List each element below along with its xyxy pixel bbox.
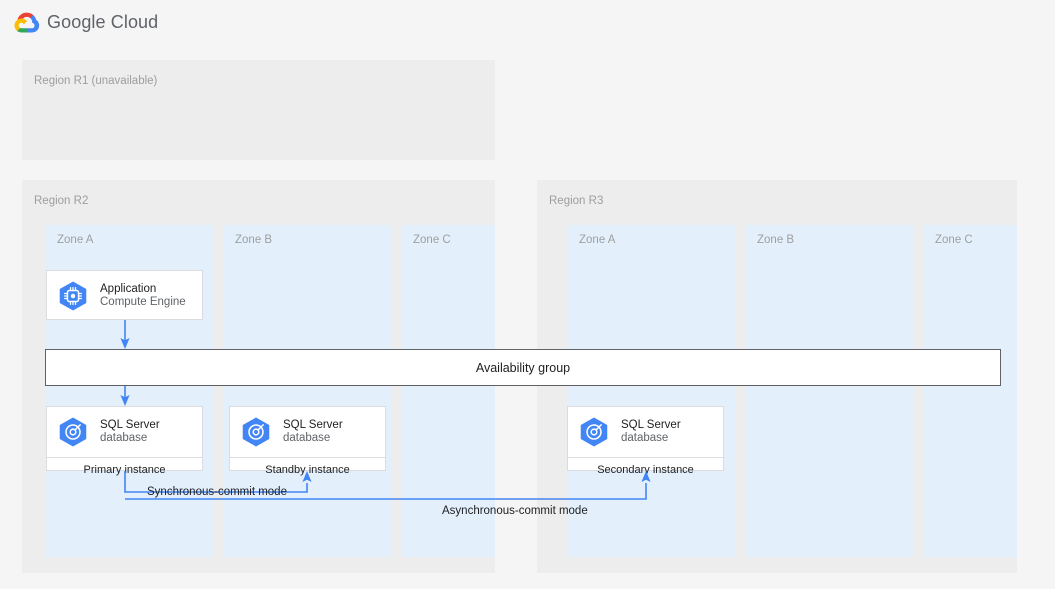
node-secondary-subtitle: database <box>621 432 669 444</box>
edge-label-asynchronous-commit: Asynchronous-commit mode <box>442 505 588 517</box>
region-r2-label: Region R2 <box>34 195 89 207</box>
node-primary-footer: Primary instance <box>47 457 202 481</box>
zone-r3-a: Zone A <box>567 225 735 557</box>
zone-r2-c-label: Zone C <box>413 234 451 246</box>
node-standby-subtitle: database <box>283 432 331 444</box>
node-primary-instance[interactable]: SQL Server database Primary instance <box>46 406 203 476</box>
availability-group-bar: Availability group <box>45 349 1001 386</box>
zone-r3-a-label: Zone A <box>579 234 616 246</box>
node-secondary-instance[interactable]: SQL Server database Secondary instance <box>567 406 724 476</box>
availability-group-label: Availability group <box>475 360 571 375</box>
zone-r3-b-label: Zone B <box>757 234 795 246</box>
zone-r2-b-label: Zone B <box>235 234 273 246</box>
region-r1-label: Region R1 (unavailable) <box>34 75 158 87</box>
node-application[interactable]: Application Compute Engine <box>46 270 203 320</box>
node-secondary-title: SQL Server <box>621 418 681 431</box>
brand-title: Google Cloud <box>47 12 159 32</box>
zone-r2-c: Zone C <box>401 225 495 557</box>
node-application-title: Application <box>100 282 157 295</box>
edge-label-synchronous-commit: Synchronous-commit mode <box>147 486 287 498</box>
region-r3-label: Region R3 <box>549 195 604 207</box>
region-r1: Region R1 (unavailable) <box>22 60 495 160</box>
zone-r3-b: Zone B <box>745 225 913 557</box>
zone-r3-c-label: Zone C <box>935 234 973 246</box>
node-secondary-footer: Secondary instance <box>568 457 723 481</box>
sql-server-database-icon <box>56 415 90 449</box>
zone-r2-b: Zone B <box>223 225 391 557</box>
node-standby-instance[interactable]: SQL Server database Standby instance <box>229 406 386 476</box>
sql-server-database-icon <box>239 415 273 449</box>
zone-r3-c: Zone C <box>923 225 1017 557</box>
page-header: Google Cloud <box>0 0 1055 46</box>
node-primary-title: SQL Server <box>100 418 160 431</box>
node-application-subtitle: Compute Engine <box>100 296 186 308</box>
compute-engine-icon <box>56 279 90 313</box>
node-primary-subtitle: database <box>100 432 148 444</box>
google-cloud-logo-icon <box>14 11 40 33</box>
sql-server-database-icon <box>577 415 611 449</box>
node-standby-title: SQL Server <box>283 418 343 431</box>
node-standby-footer: Standby instance <box>230 457 385 481</box>
zone-r2-a-label: Zone A <box>57 234 94 246</box>
